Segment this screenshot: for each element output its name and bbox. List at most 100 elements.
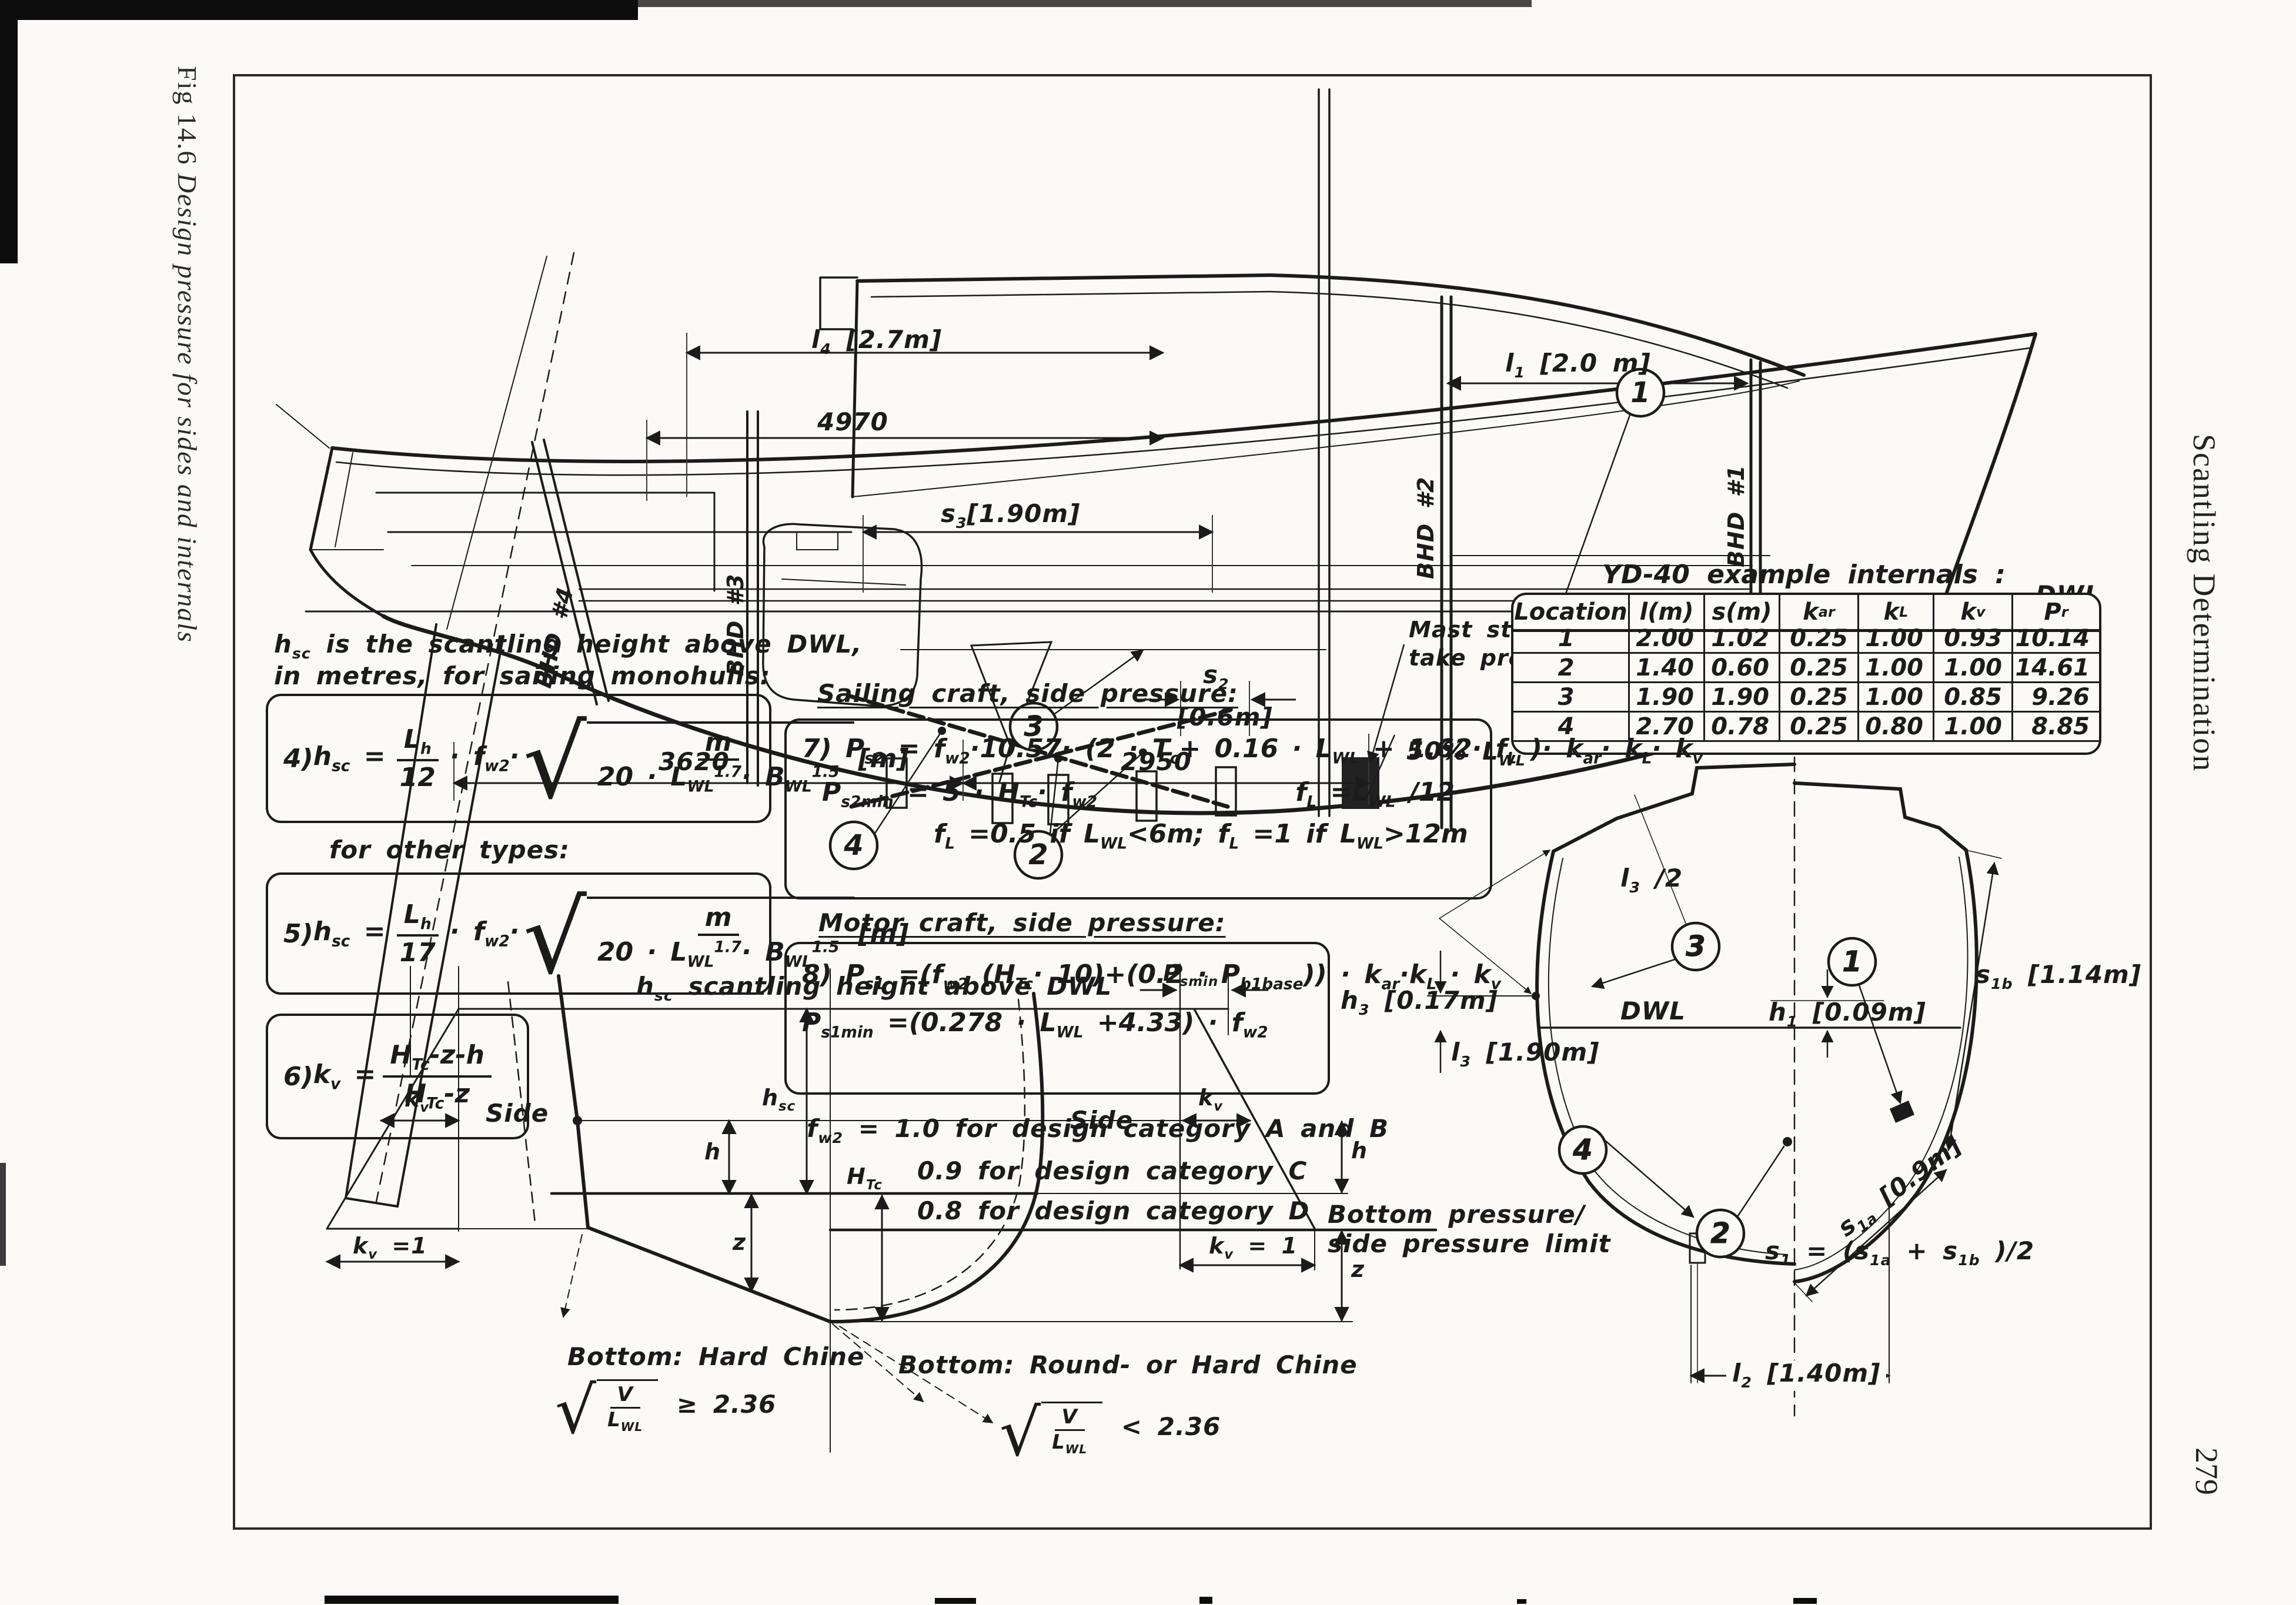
table-cell: 0.80	[1859, 713, 1934, 742]
table-title: YD-40 example internals :	[1602, 560, 2006, 590]
fw2-line1: fw2 = 1.0 for design category A and B	[807, 1114, 1389, 1147]
scan-artifact-bottom2	[935, 1598, 976, 1604]
sheer-line	[330, 332, 2037, 463]
stringer-mark	[1890, 1101, 1914, 1123]
l2-extensions	[1690, 1208, 1890, 1383]
hatch-garage	[819, 276, 858, 330]
eq8-line1: 8) Ps1 =(fw2 (HTc· 10)+(0.2 · Pb1base)) …	[802, 959, 1501, 994]
dim-l4-label: l4 [2.7m]	[811, 325, 943, 358]
sec-l2-label: l2 [1.40m]	[1726, 1360, 1887, 1391]
table-cell: 9.26	[2013, 683, 2099, 713]
deck-line	[335, 347, 2031, 476]
balloon-3-number: 3	[1024, 710, 1043, 743]
table-cell: 2	[1513, 654, 1630, 683]
eq4-unit: [m]	[858, 743, 909, 774]
pd-side-right-label: Side	[1070, 1106, 1134, 1135]
fw2-line2: 0.9 for design category C	[917, 1156, 1308, 1185]
table-cell: 1.00	[1859, 683, 1934, 713]
table-cell: 0.25	[1780, 654, 1859, 683]
figure-caption: Fig 14.6 Design pressure for sides and i…	[172, 66, 203, 643]
balloon-4-number: 4	[843, 829, 863, 862]
motor-craft-title: Motor craft, side pressure:	[818, 908, 1226, 937]
table-cell: 0.25	[1780, 713, 1859, 742]
formula-8-box: 8) Ps1 =(fw2 (HTc· 10)+(0.2 · Pb1base)) …	[784, 942, 1501, 1095]
engine-label-plate	[796, 531, 838, 550]
balloon-2-number: 2	[1028, 838, 1048, 871]
scan-artifact-bottom3	[1199, 1597, 1212, 1604]
extension-lines	[453, 333, 1369, 804]
for-other-types-label: for other types:	[329, 835, 570, 864]
sec-h1-label: h1 [0.09m]	[1769, 998, 1926, 1031]
engine	[762, 523, 923, 707]
pd-kv1-left-label: kv =1	[353, 1233, 427, 1263]
figure-frame	[233, 74, 2152, 1530]
eq5-number: 5)	[283, 918, 313, 949]
cabin-aft-face	[851, 279, 859, 499]
bhd1-label: BHD #1	[1723, 464, 1749, 567]
bhd2-label: BHD #2	[1413, 476, 1439, 579]
pd-z-left-label: z	[733, 1229, 747, 1255]
table-cell: 2.00	[1630, 624, 1705, 654]
pct-lwl-label: 50% LWL	[1406, 737, 1526, 770]
scan-artifact-left2	[0, 1163, 6, 1266]
scan-artifact-left	[0, 0, 18, 263]
table-cell: 8.85	[2013, 713, 2099, 742]
sec-l3half-label: l3 /2	[1620, 864, 1683, 897]
balloon-3	[1008, 701, 1059, 752]
round-chine-leader	[832, 1323, 924, 1403]
table-cell: 0.60	[1705, 654, 1780, 683]
section-balloon-1	[1827, 937, 1877, 987]
table-cell: 1.90	[1630, 683, 1705, 713]
s1b-ext	[1966, 850, 2002, 859]
figure-title: Design pressure for sides and internals	[172, 173, 202, 643]
table-cell: 3	[1513, 683, 1630, 713]
dim-s2-value-label: [0.6m]	[1177, 703, 1273, 731]
scan-artifact-bottom1	[325, 1596, 619, 1604]
dim-s3-label: s3[1.90m]	[941, 499, 1081, 532]
sec-dwl-label: DWL	[1620, 997, 1686, 1025]
level3-dot	[1532, 992, 1540, 1000]
bhd4-lines	[531, 439, 610, 705]
balloon-1	[1615, 367, 1666, 418]
yacht-profile	[276, 88, 2091, 1208]
profile-dimensions	[452, 333, 1749, 804]
sec-h3-label: h3 [0.17m]	[1341, 986, 1498, 1019]
chapter-title: Scantling Determination	[2187, 434, 2222, 773]
l3-girth-lower	[1439, 918, 1532, 994]
rudder-blade	[345, 623, 504, 1208]
table-cell: 1.02	[1705, 624, 1780, 654]
backstay-line	[446, 256, 547, 630]
eq6-number: 6)	[283, 1061, 313, 1092]
eq6-lhs: kv =	[313, 1059, 376, 1094]
eq5-lhs: hsc =	[313, 917, 386, 951]
sailing-craft-title: Sailing craft, side pressure:	[817, 679, 1238, 708]
table-cell: 1.00	[1934, 713, 2013, 742]
table-cell: 1.00	[1934, 654, 2013, 683]
table-cell: 10.14	[2013, 624, 2099, 654]
hsc-intro-line1: hsc is the scantling height above DWL,	[274, 630, 863, 663]
pd-kv-right-label: kv	[1198, 1085, 1224, 1115]
section-balloon-3	[1670, 921, 1721, 972]
table-cell: 4	[1513, 713, 1630, 742]
pd-htc-label: HTc	[847, 1163, 883, 1193]
page-number: 279	[2189, 1447, 2224, 1495]
table-cell: 1	[1513, 624, 1630, 654]
pressure-slope	[1194, 1009, 1316, 1230]
pd-hsc-label: hsc	[762, 1085, 796, 1115]
s1a-ext	[1794, 1282, 1813, 1302]
dim-2950-label: 2950	[1121, 747, 1192, 776]
eq8-line2: Ps1min =(0.278 · LWL +4.33) · fw2	[802, 1007, 1268, 1042]
round-bilge-dashed	[834, 998, 1026, 1311]
table-cell: 0.85	[1934, 683, 2013, 713]
pd-round-chine-label: Bottom: Round- or Hard Chine	[898, 1350, 1358, 1379]
pd-side-left-label: Side	[486, 1099, 549, 1128]
s1b-dim	[1944, 861, 1999, 1152]
